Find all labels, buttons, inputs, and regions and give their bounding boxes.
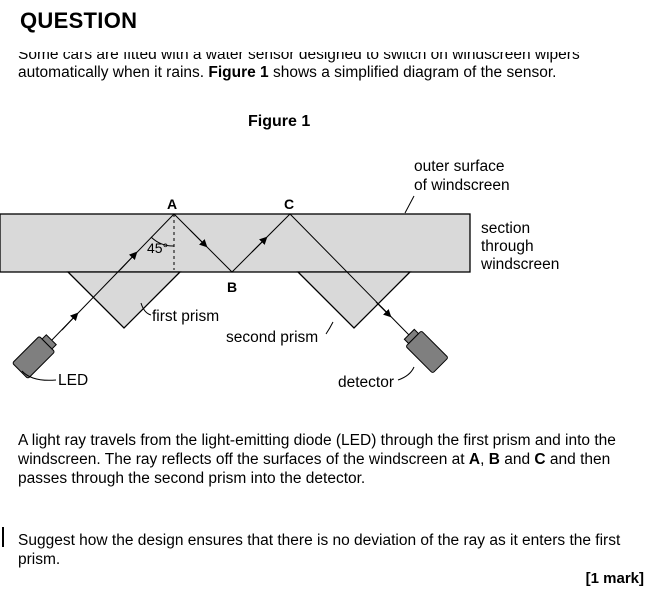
section-label-3: windscreen — [480, 256, 559, 273]
ray-arrow-1 — [61, 312, 79, 331]
question-text: Suggest how the design ensures that ther… — [18, 532, 621, 568]
first-prism-pointer — [140, 302, 152, 316]
ray-arrow-4 — [251, 236, 268, 253]
angle-arc — [150, 236, 175, 247]
question-margin-bar — [2, 527, 4, 547]
ray-arrow-5 — [375, 301, 392, 318]
detector-label: detector — [338, 374, 394, 391]
point-c-label: C — [284, 196, 294, 212]
figure-title: Figure 1 — [248, 113, 311, 130]
section-label-1: section — [481, 220, 530, 237]
point-b-label: B — [227, 279, 237, 295]
second-prism-pointer — [325, 321, 334, 335]
ray-arrow-3 — [189, 229, 208, 248]
outer-surface-label-2: of windscreen — [414, 177, 510, 194]
detector-pointer — [397, 366, 415, 381]
section-label-2: through — [481, 238, 534, 255]
description-paragraph: A light ray travels from the light-emitt… — [18, 432, 616, 487]
second-prism — [296, 271, 412, 329]
angle-label: 45° — [147, 240, 168, 256]
ray-arrow-2 — [119, 251, 138, 271]
second-prism-label: second prism — [226, 329, 318, 346]
led-pointer — [21, 370, 57, 381]
first-prism — [66, 271, 182, 329]
outer-surface-label-1: outer surface — [414, 158, 504, 175]
page-title: QUESTION — [20, 8, 138, 33]
first-prism-label: first prism — [152, 308, 219, 325]
windscreen-section — [0, 213, 471, 273]
detector-device — [403, 328, 448, 373]
intro-text: Some cars are fitted with a water sensor… — [18, 52, 638, 82]
led-label: LED — [58, 372, 88, 389]
point-a-label: A — [167, 196, 177, 212]
sensor-diagram: 45° A B C outer surface of windscreen se… — [0, 158, 559, 391]
led-device — [12, 334, 57, 379]
outer-surface-pointer — [404, 195, 415, 214]
mark-allocation: [1 mark] — [585, 570, 644, 587]
intro-line-1-cropped: Some cars are fitted with a water sensor… — [18, 52, 580, 63]
